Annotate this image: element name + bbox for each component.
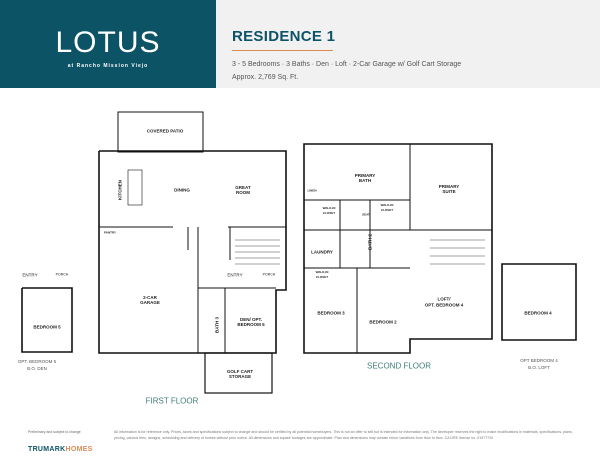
label-bedroom5: BEDROOM 5 bbox=[33, 324, 61, 330]
label-den: DEN/ OPT. BEDROOM 5 bbox=[237, 317, 265, 327]
brand-panel: LOTUS at Rancho Mission Viejo bbox=[0, 0, 216, 88]
brand-part-2: HOMES bbox=[65, 446, 93, 453]
area-line: Approx. 2,769 Sq. Ft. bbox=[232, 74, 299, 81]
golf-cart-storage-wall bbox=[204, 352, 273, 394]
opt-bedroom4-caption: OPT BEDROOM 4 bbox=[520, 358, 558, 363]
second-stairs bbox=[430, 239, 485, 265]
label-kitchen: KITCHEN bbox=[117, 180, 123, 200]
label-garage: 2-CAR GARAGE bbox=[140, 295, 160, 305]
label-great-room: GREAT ROOM bbox=[235, 185, 251, 195]
opt-bedroom5-caption: OPT. BEDROOM 5 bbox=[17, 359, 57, 364]
second-floor-label: SECOND FLOOR bbox=[366, 361, 432, 371]
label-bedroom4: BEDROOM 4 bbox=[524, 310, 552, 316]
bedroom4-outline bbox=[501, 263, 577, 341]
label-loft-opt: OPT. BEDROOM 4 bbox=[424, 302, 464, 308]
label-entry-opt: ENTRY bbox=[22, 272, 38, 278]
label-bath3: BATH 3 bbox=[214, 317, 220, 333]
page-title: RESIDENCE 1 bbox=[232, 28, 336, 45]
kitchen-island bbox=[127, 169, 143, 206]
label-loft: LOFT/ bbox=[437, 296, 451, 302]
label-porch: PORCH bbox=[262, 272, 276, 277]
label-bedroom3: BEDROOM 3 bbox=[317, 310, 345, 316]
label-laundry: LAUNDRY bbox=[311, 249, 333, 255]
second-floor-inner-walls bbox=[304, 144, 492, 353]
residence-info-panel bbox=[216, 0, 600, 88]
features-line: 3 - 5 Bedrooms · 3 Baths · Den · Loft · … bbox=[232, 61, 462, 68]
title-underline bbox=[232, 50, 333, 51]
label-walk-in-closet-1: WALK-IN CLOSET bbox=[322, 206, 336, 215]
label-seat: SEAT bbox=[362, 212, 370, 217]
label-bedroom2: BEDROOM 2 bbox=[369, 319, 397, 325]
covered-patio-wall bbox=[117, 111, 204, 153]
disclaimer-text: All information is for reference only. P… bbox=[114, 430, 573, 440]
label-walk-in-closet-3: WALK-IN CLOSET bbox=[315, 270, 329, 279]
label-walk-in-closet-2: WALK-IN CLOSET bbox=[380, 203, 394, 212]
opt-bedroom4-caption-2: B.O. LOFT bbox=[528, 365, 550, 370]
bedroom5-outline bbox=[21, 287, 73, 353]
label-bath2: BATH 2 bbox=[367, 234, 373, 250]
label-golf-cart-storage: GOLF CART STORAGE bbox=[226, 369, 254, 379]
label-pantry: PANTRY bbox=[104, 230, 116, 235]
first-floor-label: FIRST FLOOR bbox=[145, 396, 199, 406]
opt-bedroom5-caption-2: B.O. DEN bbox=[27, 366, 47, 371]
label-porch-opt: PORCH bbox=[55, 272, 69, 277]
logo-subtitle: at Rancho Mission Viejo bbox=[67, 63, 149, 69]
trumark-homes-logo: TRUMARKHOMES bbox=[28, 446, 93, 453]
first-floor-inner-walls bbox=[99, 226, 286, 353]
second-floor-outline bbox=[303, 143, 493, 354]
stairs bbox=[235, 239, 280, 265]
lotus-logo: LOTUS bbox=[55, 26, 161, 59]
preliminary-note: Preliminary and subject to change bbox=[28, 430, 81, 434]
label-dining: DINING bbox=[174, 187, 190, 193]
label-linen: LINEN bbox=[307, 188, 317, 193]
brand-part-1: TRUMARK bbox=[28, 446, 66, 453]
label-covered-patio: COVERED PATIO bbox=[146, 128, 184, 134]
label-entry: ENTRY bbox=[227, 272, 243, 278]
label-primary-suite: PRIMARY SUITE bbox=[438, 184, 460, 194]
label-primary-bath: PRIMARY BATH bbox=[354, 173, 376, 183]
